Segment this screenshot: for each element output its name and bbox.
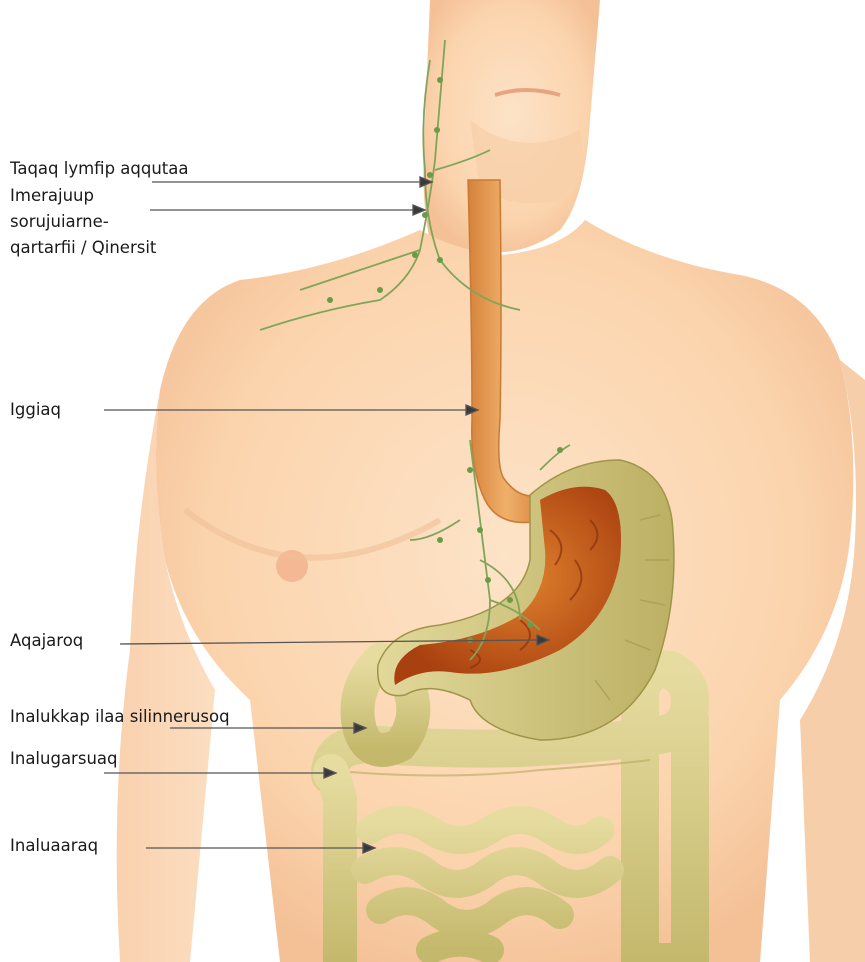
label-large-intestine: Inalugarsuaq — [10, 748, 117, 770]
label-stomach: Aqajaroq — [10, 630, 83, 652]
label-lymph-vessels: Taqaq lymfip aqqutaa — [10, 158, 189, 180]
label-neck-lymph-nodes-line3: qartarfii / Qinersit — [10, 237, 156, 259]
label-neck-lymph-nodes-line1: Imerajuup — [10, 185, 94, 207]
label-esophagus: Iggiaq — [10, 399, 61, 421]
neck — [423, 0, 600, 253]
label-duodenum: Inalukkap ilaa silinnerusoq — [10, 706, 230, 728]
label-small-intestine: Inaluaaraq — [10, 835, 98, 857]
label-neck-lymph-nodes-line2: sorujuiarne- — [10, 211, 109, 233]
